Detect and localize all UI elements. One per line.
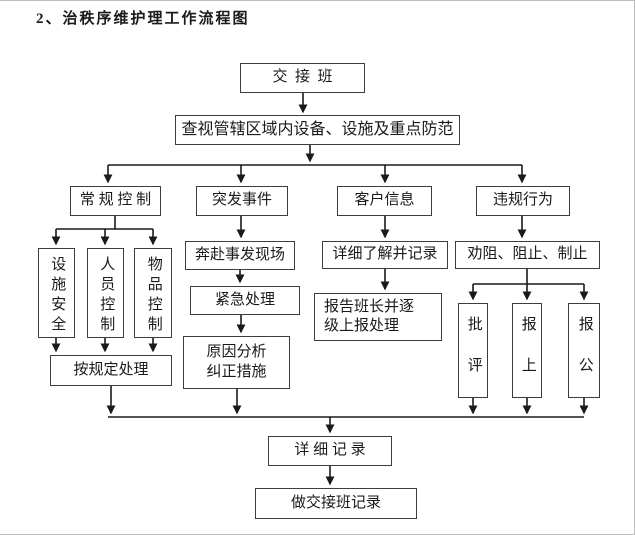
flow-node-violation: 违规行为	[476, 186, 570, 216]
report-leader-line1: 报告班长并逐	[324, 298, 415, 315]
flow-node-item-control: 物品控制	[134, 248, 172, 338]
flow-node-personnel-control: 人员控制	[87, 248, 124, 338]
cause-analysis-line1: 原因分析	[206, 344, 267, 360]
flow-node-handover-record: 做交接班记录	[255, 488, 417, 519]
page-title: 2、治秩序维护理工作流程图	[36, 11, 250, 27]
flow-node-criticize: 批评	[458, 303, 488, 398]
flow-node-customer-info: 客户信息	[337, 186, 432, 216]
flow-node-shift-handover: 交 接 班	[240, 63, 365, 93]
flow-node-report-up: 报上	[512, 303, 542, 398]
cause-analysis-line2: 纠正措施	[206, 363, 267, 380]
flow-node-rush-to-scene: 奔赴事发现场	[185, 241, 295, 270]
flow-node-regular-control: 常 规 控 制	[70, 186, 161, 216]
flow-node-emergency-handling: 紧急处理	[190, 286, 300, 315]
flow-node-cause-analysis: 原因分析 纠正措施	[183, 336, 290, 389]
flow-node-inspect-area: 查视管辖区域内设备、设施及重点防范	[175, 115, 460, 145]
flow-node-report-leader: 报告班长并逐 级上报处理	[314, 293, 442, 341]
flow-node-report-police: 报公	[568, 303, 600, 398]
report-leader-line2: 级上报处理	[324, 318, 400, 334]
flow-node-emergency-event: 突发事件	[196, 186, 288, 216]
flow-node-record-in-detail: 详细了解并记录	[322, 241, 448, 269]
flow-node-detailed-record: 详 细 记 录	[268, 436, 392, 466]
flow-node-dissuade-stop: 劝阻、阻止、制止	[455, 241, 600, 269]
flow-node-facility-safety: 设施安全	[38, 248, 75, 338]
flow-node-handle-by-rules: 按规定处理	[50, 355, 172, 386]
